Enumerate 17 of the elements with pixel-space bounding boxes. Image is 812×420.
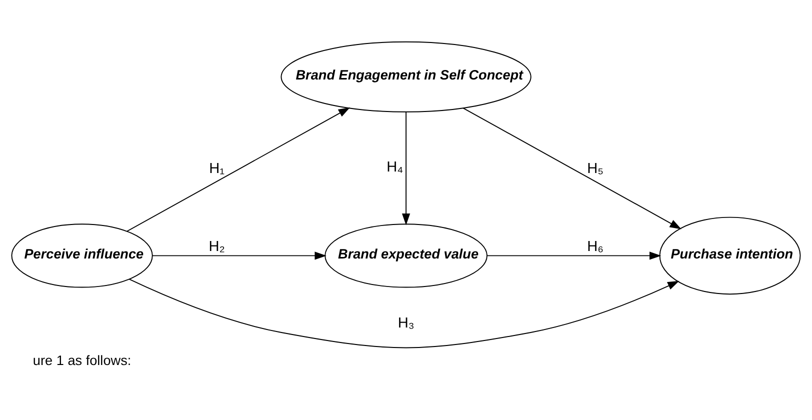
edge-label: H₅ [587,160,604,177]
edge-label: H₃ [398,315,414,332]
arrow [462,107,682,229]
edge-label: H₆ [587,238,604,254]
arrow [126,106,350,232]
arrow [128,278,680,348]
arrow [486,251,662,260]
arrow [402,110,410,225]
node-ellipse: Purchase intention [659,216,801,294]
arrow [152,251,326,260]
label: ure 1 as follows: [32,352,132,368]
node-ellipse: Brand Engagement in Self Concept [280,40,532,112]
edge-label: H₄ [386,158,404,175]
edge-label: H₁ [209,160,225,177]
edge-label: H₂ [208,238,225,254]
node-ellipse: Brand expected value [324,223,488,288]
node-ellipse: Perceive influence [11,223,153,288]
